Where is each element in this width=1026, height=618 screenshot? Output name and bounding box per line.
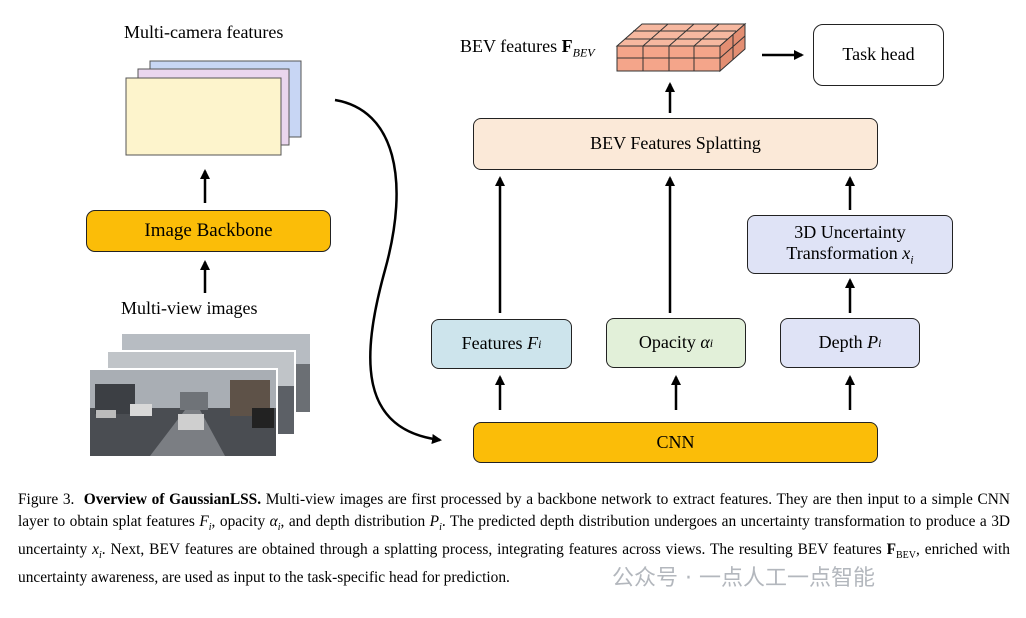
figure-caption: Figure 3. Overview of GaussianLSS. Multi… xyxy=(18,491,1011,587)
cnn-box: CNN xyxy=(473,422,878,463)
multi-camera-features-label: Multi-camera features xyxy=(124,22,284,42)
uncertainty-line1: 3D Uncertainty xyxy=(794,221,906,242)
uncertainty-transformation-box: 3D Uncertainty Transformation xi xyxy=(747,215,953,274)
task-head-box: Task head xyxy=(813,24,944,86)
caption-figure-label: Figure 3. xyxy=(18,491,75,508)
arrow-features-to-cnn xyxy=(334,98,442,444)
bev-grid xyxy=(615,22,747,73)
image-backbone-box: Image Backbone xyxy=(86,210,331,252)
uncertainty-line2: Transformation xi xyxy=(786,243,914,267)
bev-splatting-box: BEV Features Splatting xyxy=(473,118,878,170)
bev-features-label: BEV features FBEV xyxy=(460,36,595,60)
watermark: 公众号 · 一点人工一点智能 xyxy=(612,566,875,591)
multi-view-images xyxy=(88,334,310,458)
multi-view-images-label: Multi-view images xyxy=(121,298,258,318)
feature-card-yellow xyxy=(125,77,282,156)
caption-title: Overview of GaussianLSS. xyxy=(83,491,262,508)
